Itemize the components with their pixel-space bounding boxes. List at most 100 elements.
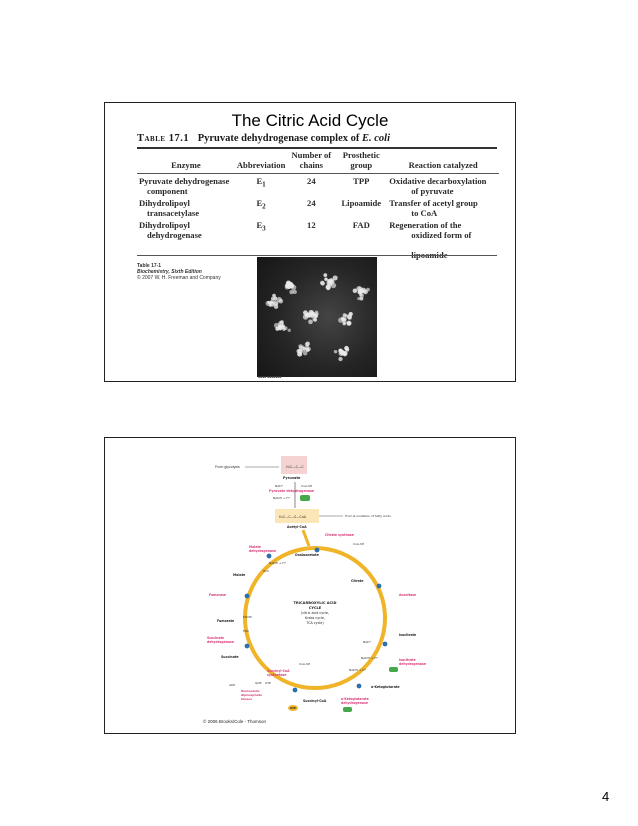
slide-citric-acid-table: The Citric Acid Cycle Table 17.1 Pyruvat… [104,102,516,382]
cell-enzyme: Dihydrolipoyl dehydrogenase [139,220,202,240]
table-row: Dihydrolipoyl dehydrogenase E3 12 FAD Re… [137,218,499,260]
header-enzyme: Enzyme [171,160,201,170]
micrograph-particle [302,346,307,351]
micrograph-particle [313,317,318,322]
label-akgdh-1: dehydrogenase [341,701,368,705]
micrograph-particle [285,280,291,286]
cell-reaction: Oxidative decarboxylation of pyruvate [389,176,487,196]
micrograph-particle [273,304,279,309]
micrograph-particle [272,293,276,298]
acetylcoa-highlight [275,509,319,523]
tca-cycle-figure: From glycolysis H₃C—C—C Pyruvate NAD⁺ Co… [207,456,426,712]
label-oxaloacetate: Oxaloacetate [295,553,319,557]
label-icdh-1: dehydrogenase [399,662,426,666]
cell-chains: 12 [307,220,316,230]
step-badge-icon [376,583,382,589]
label-succinate: Succinate [221,655,239,659]
pyruvate-structure: H₃C—C—C [286,465,304,469]
label-nadh-icdh: NADH + H⁺ [361,656,379,660]
micrograph-particle [333,349,338,354]
label-gtp: GTP [265,681,271,685]
label-coash-top: CoA-SH [301,484,312,488]
label-aconitase: Aconitase [399,593,416,597]
center-label-1: CYCLE [309,606,322,610]
label-sdh-0: Succinate [207,636,224,640]
table-caption-organism: E. coli [362,133,390,144]
arrow-acetylcoa-citrate [301,529,311,547]
cell-enzyme: Pyruvate dehydrogenase component [139,176,230,196]
label-mdh-1: dehydrogenase [249,549,276,553]
label-scs-0: Succinyl-CoA [267,669,290,673]
label-fatty-acid: From β-oxidation of fatty acids [345,514,391,518]
label-fad: FAD [243,629,250,633]
label-mdh-0: Malate [249,545,261,549]
label-nad-top: NAD⁺ [275,484,284,488]
table-caption-text: Pyruvate dehydrogenase complex of [197,133,360,144]
micrograph-particle [330,282,337,289]
micrograph-credit-mark: ▪▪▪▪ ▪▪▪▪▪▪▪ [258,375,282,379]
center-label-2: (citric acid cycle, [301,611,329,615]
co2-badge-icdh [389,667,398,672]
label-icdh-0: Isocitrate [399,658,416,662]
center-label-4: TCA cycle) [305,621,323,625]
micrograph-particle [268,303,272,307]
micrograph-particle [273,322,280,329]
micrograph-particle [327,278,333,284]
table-bottom-rule [137,255,497,256]
micrograph-particle [345,347,350,352]
micrograph-particle [324,277,328,281]
center-label-3: Krebs cycle, [305,616,325,620]
micrograph-particle [304,342,310,347]
table-source-note: Table 17-1 Biochemistry, Sixth Edition ©… [137,263,221,281]
header-abbreviation: Abbreviation [236,160,286,170]
label-isocitrate: Isocitrate [399,633,416,637]
label-sdh-1: dehydrogenase [207,640,234,644]
cell-group: FAD [352,220,370,230]
step-badge-icon [244,643,250,649]
cell-chains: 24 [307,176,316,186]
micrograph-particle [338,356,343,362]
step-badge-icon [314,547,320,553]
micrograph-particle [298,344,303,349]
atp-badge [288,705,298,711]
label-coash-cycle: CoA-SH [353,542,364,546]
micrograph-particle [357,297,361,301]
header-reaction: Reaction catalyzed [408,160,478,170]
label-nadh-top: NADH + H⁺ [273,496,291,500]
micrograph-particle [302,350,308,356]
micrograph-particle [332,275,338,281]
co2-badge-akg [343,707,352,712]
table-top-rule [137,147,497,149]
table-header-row: Enzyme Abbreviation Number of chains Pro… [137,150,499,173]
label-adp: ADP [229,683,235,687]
micrograph-particle [297,348,303,354]
micrograph-particle [352,288,358,294]
label-scs-1: synthetase [267,673,286,677]
label-gdp: GDP [255,681,262,685]
label-coash-scs: CoA-SH [299,662,310,666]
label-ndk-0: Nucleoside [241,689,260,693]
electron-micrograph-image [257,257,377,377]
table-row: Dihydrolipoyl transacetylase E2 24 Lipoa… [137,196,499,218]
micrograph-particle [311,311,316,316]
page-number: 4 [602,789,610,804]
cell-group: TPP [353,176,370,186]
cell-abbr: E3 [256,220,266,233]
label-pdh: Pyruvate dehydrogenase [269,489,314,493]
cell-reaction: Regeneration of the oxidized form of lip… [389,220,472,260]
micrograph-particle [287,328,291,332]
label-akg: α-Ketoglutarate [371,685,400,689]
cell-abbr: E1 [256,176,266,189]
cell-reaction: Transfer of acetyl group to CoA [389,198,478,218]
step-badge-icon [266,553,272,559]
micrograph-particle [342,321,346,326]
micrograph-particle [282,327,286,331]
micrograph-particle [357,286,363,292]
label-fumarate: Fumarate [217,619,234,623]
label-malate: Malate [233,573,245,577]
label-succinylcoa: Succinyl-CoA [303,699,327,703]
micrograph-particle [357,290,362,295]
pyruvate-dehydrogenase-table: Enzyme Abbreviation Number of chains Pro… [137,150,499,260]
micrograph-particle [308,319,313,325]
step-badge-icon [382,641,388,647]
